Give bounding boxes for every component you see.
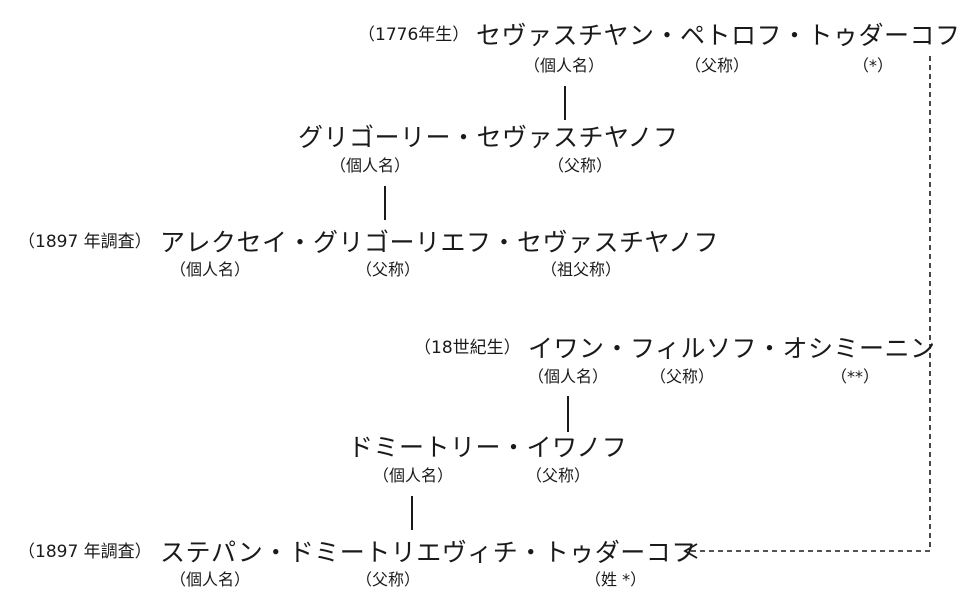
label-surname-star: （姓 *） xyxy=(585,570,647,589)
label-grand-patronymic: （祖父称） xyxy=(541,260,622,279)
name-aleksey: アレクセイ・グリゴーリエフ・セヴァスチヤノフ xyxy=(160,228,720,257)
label-patronymic: （父称） xyxy=(548,156,613,175)
name-grigoriy: グリゴーリー・セヴァスチヤノフ xyxy=(298,123,679,152)
label-footnote-star: （*） xyxy=(853,56,894,75)
label-patronymic: （父称） xyxy=(526,466,591,485)
label-given-name: （個人名） xyxy=(524,56,605,75)
survey-note-stepan: （1897 年調査） xyxy=(18,542,152,562)
lineage-connector xyxy=(384,186,386,220)
label-footnote-double-star: （**） xyxy=(831,367,880,386)
label-patronymic: （父称） xyxy=(356,570,421,589)
birth-note-ivan: （18世紀生） xyxy=(414,338,521,358)
birth-note-sevastiyan: （1776年生） xyxy=(358,25,470,45)
name-ivan: イワン・フィルソフ・オシミーニン xyxy=(528,334,936,363)
label-patronymic: （父称） xyxy=(650,367,715,386)
lineage-connector xyxy=(564,86,566,120)
label-given-name: （個人名） xyxy=(170,570,251,589)
lineage-connector xyxy=(411,496,413,530)
name-sevastiyan: セヴァスチヤン・ペトロフ・トゥダーコフ xyxy=(476,21,960,50)
label-given-name: （個人名） xyxy=(170,260,251,279)
label-given-name: （個人名） xyxy=(373,466,454,485)
label-given-name: （個人名） xyxy=(330,156,411,175)
label-patronymic: （父称） xyxy=(356,260,421,279)
label-given-name: （個人名） xyxy=(528,367,609,386)
name-dmitriy: ドミートリー・イワノフ xyxy=(348,433,628,462)
survey-note-aleksey: （1897 年調査） xyxy=(18,232,152,252)
lineage-connector xyxy=(567,396,569,432)
label-patronymic: （父称） xyxy=(685,56,750,75)
name-stepan: ステパン・ドミートリエヴィチ・トゥダーコフ xyxy=(160,538,697,567)
